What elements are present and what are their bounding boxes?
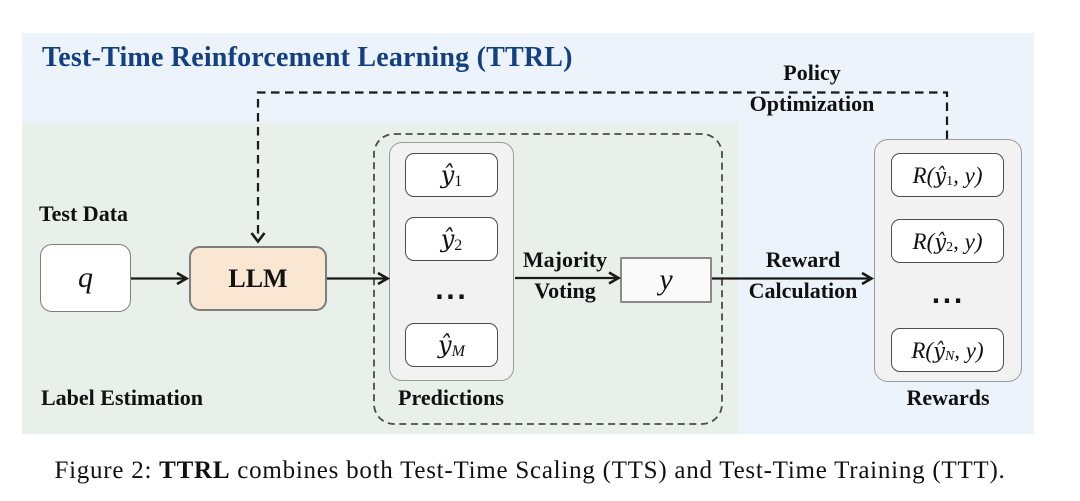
yhatM-symbol: ŷ: [438, 331, 452, 359]
reward-box-1: R(ŷ1, y): [891, 153, 1004, 197]
yhat1-math: ŷ1: [440, 161, 463, 191]
rewards-label: Rewards: [906, 384, 990, 410]
rewards-panel: R(ŷ1, y) R(ŷ2, y) ... R(ŷN, y): [874, 139, 1022, 382]
yhat2-math: ŷ2: [440, 225, 463, 255]
yhat1-subscript: 1: [454, 173, 463, 191]
optimization-label-line2: Optimization: [749, 91, 875, 116]
reward1-subscript: 1: [946, 174, 954, 190]
policy-label-line1: Policy: [783, 59, 841, 85]
diagram-title: Test-Time Reinforcement Learning (TTRL): [42, 41, 573, 73]
yhatM-math: ŷM: [438, 331, 465, 361]
reward1-math: R(ŷ1, y): [912, 162, 983, 190]
yhat2-symbol: ŷ: [440, 225, 455, 253]
reward2-math: R(ŷ2, y): [912, 228, 983, 256]
rewardN-prefix: R(: [911, 337, 934, 363]
rewardN-math: R(ŷN, y): [911, 337, 984, 365]
reward-box-N: R(ŷN, y): [891, 328, 1004, 372]
q-symbol: q: [78, 261, 93, 294]
reward1-suffix: , y): [953, 162, 983, 188]
caption-rest: combines both Test-Time Scaling (TTS) an…: [230, 457, 1006, 484]
reward2-prefix: R(: [912, 228, 935, 254]
reward2-suffix: , y): [953, 228, 983, 254]
rewardN-suffix: , y): [954, 337, 984, 363]
prediction-box-2: ŷ2: [405, 217, 498, 261]
calculation-label-line2: Calculation: [748, 277, 858, 303]
predictions-panel: ŷ1 ŷ2 ... ŷM: [389, 142, 514, 381]
llm-node: LLM: [189, 246, 327, 311]
caption-prefix: Figure 2:: [54, 457, 160, 484]
reward-label-line1: Reward: [765, 247, 841, 272]
reward1-prefix: R(: [912, 162, 935, 188]
llm-text: LLM: [228, 263, 288, 293]
yhat2-subscript: 2: [454, 237, 463, 255]
caption-bold-ttrl: TTRL: [159, 457, 231, 484]
test-data-label: Test Data: [39, 200, 129, 226]
figure-caption: Figure 2: TTRL combines both Test-Time S…: [54, 456, 1005, 486]
reward2-yhat: ŷ: [934, 229, 947, 254]
yhat1-symbol: ŷ: [440, 161, 455, 189]
reward2-subscript: 2: [946, 240, 954, 256]
prediction-box-M: ŷM: [405, 323, 498, 367]
reward1-yhat: ŷ: [934, 163, 947, 188]
rewardN-yhat: ŷ: [933, 338, 945, 363]
reward-box-2: R(ŷ2, y): [891, 219, 1004, 263]
rewardN-subscript: N: [944, 349, 955, 365]
test-data-q-node: q: [40, 244, 131, 312]
yhatM-subscript: M: [451, 343, 465, 361]
prediction-box-1: ŷ1: [405, 153, 498, 197]
label-estimation-label: Label Estimation: [41, 384, 203, 410]
